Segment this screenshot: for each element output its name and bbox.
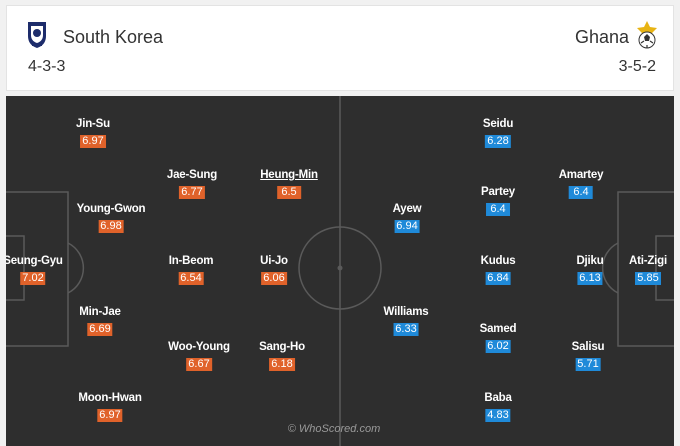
player-name: Seung-Gyu [6, 255, 63, 267]
player-name: Ui-Jo [260, 255, 288, 267]
home-player-jin-su[interactable]: Jin-Su 6.97 [76, 117, 110, 149]
home-player-moon-hwan[interactable]: Moon-Hwan 6.97 [78, 391, 142, 423]
player-rating: 6.13 [577, 272, 603, 285]
player-rating: 6.02 [485, 340, 511, 353]
player-name: Jae-Sung [166, 169, 218, 181]
player-rating: 6.4 [569, 186, 593, 199]
away-player-djiku[interactable]: Djiku 6.13 [576, 254, 604, 286]
player-rating: 7.02 [20, 272, 46, 285]
player-rating: 6.28 [485, 135, 511, 148]
player-name: Ayew [392, 203, 422, 215]
home-player-young-gwon[interactable]: Young-Gwon 6.98 [77, 202, 146, 234]
home-player-sang-ho[interactable]: Sang-Ho 6.18 [259, 340, 305, 372]
player-name: Kudus [480, 255, 516, 267]
player-rating: 4.83 [485, 409, 511, 422]
player-rating: 6.33 [393, 323, 419, 336]
player-rating: 6.18 [269, 358, 295, 371]
player-name: Ati-Zigi [629, 255, 667, 267]
ghana-crest-icon [635, 20, 659, 55]
home-player-in-beom[interactable]: In-Beom 6.54 [169, 254, 214, 286]
away-player-williams[interactable]: Williams 6.33 [384, 305, 429, 337]
player-rating: 6.54 [178, 272, 204, 285]
player-rating: 5.71 [575, 358, 601, 371]
player-rating: 6.5 [276, 186, 301, 199]
pitch: Seung-Gyu 7.02 Jin-Su 6.97 Young-Gwon 6.… [6, 96, 674, 446]
away-player-kudus[interactable]: Kudus 6.84 [481, 254, 516, 286]
home-formation: 4-3-3 [28, 58, 66, 75]
away-player-partey[interactable]: Partey 6.4 [481, 185, 515, 217]
player-rating: 6.77 [179, 186, 205, 199]
korea-crest-icon [26, 20, 48, 55]
home-player-ui-jo[interactable]: Ui-Jo 6.06 [260, 254, 288, 286]
player-name: Woo-Young [168, 341, 230, 353]
player-name: Sang-Ho [259, 341, 305, 353]
player-name: Baba [484, 392, 512, 404]
player-rating: 6.94 [394, 220, 420, 233]
away-player-ati-zigi[interactable]: Ati-Zigi 5.85 [629, 254, 667, 286]
player-rating: 6.67 [186, 358, 212, 371]
player-name: Jin-Su [76, 118, 110, 130]
away-formation: 3-5-2 [618, 58, 656, 75]
player-name: Young-Gwon [76, 203, 146, 215]
away-player-samed[interactable]: Samed 6.02 [480, 322, 517, 354]
player-name: In-Beom [168, 255, 214, 267]
player-rating: 5.85 [635, 272, 661, 285]
home-team-name[interactable]: South Korea [63, 27, 164, 47]
player-name: Min-Jae [79, 306, 121, 318]
pitch-markings [6, 96, 674, 446]
player-name: Seidu [482, 118, 514, 130]
away-player-baba[interactable]: Baba 4.83 [484, 391, 512, 423]
player-name: Samed [479, 323, 517, 335]
player-rating: 6.69 [87, 323, 113, 336]
player-name: Djiku [576, 255, 604, 267]
player-name: Amartey [558, 169, 604, 181]
away-player-seidu[interactable]: Seidu 6.28 [483, 117, 513, 149]
home-player-seung-gyu[interactable]: Seung-Gyu 7.02 [6, 254, 63, 286]
player-rating: 6.97 [97, 409, 123, 422]
player-rating: 6.06 [261, 272, 287, 285]
player-rating: 6.97 [80, 135, 106, 148]
home-player-woo-young[interactable]: Woo-Young 6.67 [168, 340, 230, 372]
home-player-heung-min[interactable]: Heung-Min 6.5 [260, 168, 318, 200]
home-player-jae-sung[interactable]: Jae-Sung 6.77 [167, 168, 217, 200]
player-rating: 6.4 [486, 203, 510, 216]
home-player-min-jae[interactable]: Min-Jae 6.69 [79, 305, 121, 337]
away-player-ayew[interactable]: Ayew 6.94 [393, 202, 422, 234]
away-player-salisu[interactable]: Salisu 5.71 [572, 340, 605, 372]
player-name: Williams [383, 306, 429, 318]
player-rating: 6.98 [98, 220, 124, 233]
player-rating: 6.84 [485, 272, 511, 285]
match-header: South Korea 4-3-3 Ghana 3-5-2 [6, 5, 674, 91]
away-team-name[interactable]: Ghana [574, 27, 629, 47]
player-name: Partey [481, 186, 515, 198]
player-name: Heung-Min [260, 169, 318, 181]
away-player-amartey[interactable]: Amartey 6.4 [559, 168, 604, 200]
player-name: Salisu [571, 341, 605, 353]
player-name: Moon-Hwan [78, 392, 142, 404]
watermark: © WhoScored.com [287, 423, 381, 435]
